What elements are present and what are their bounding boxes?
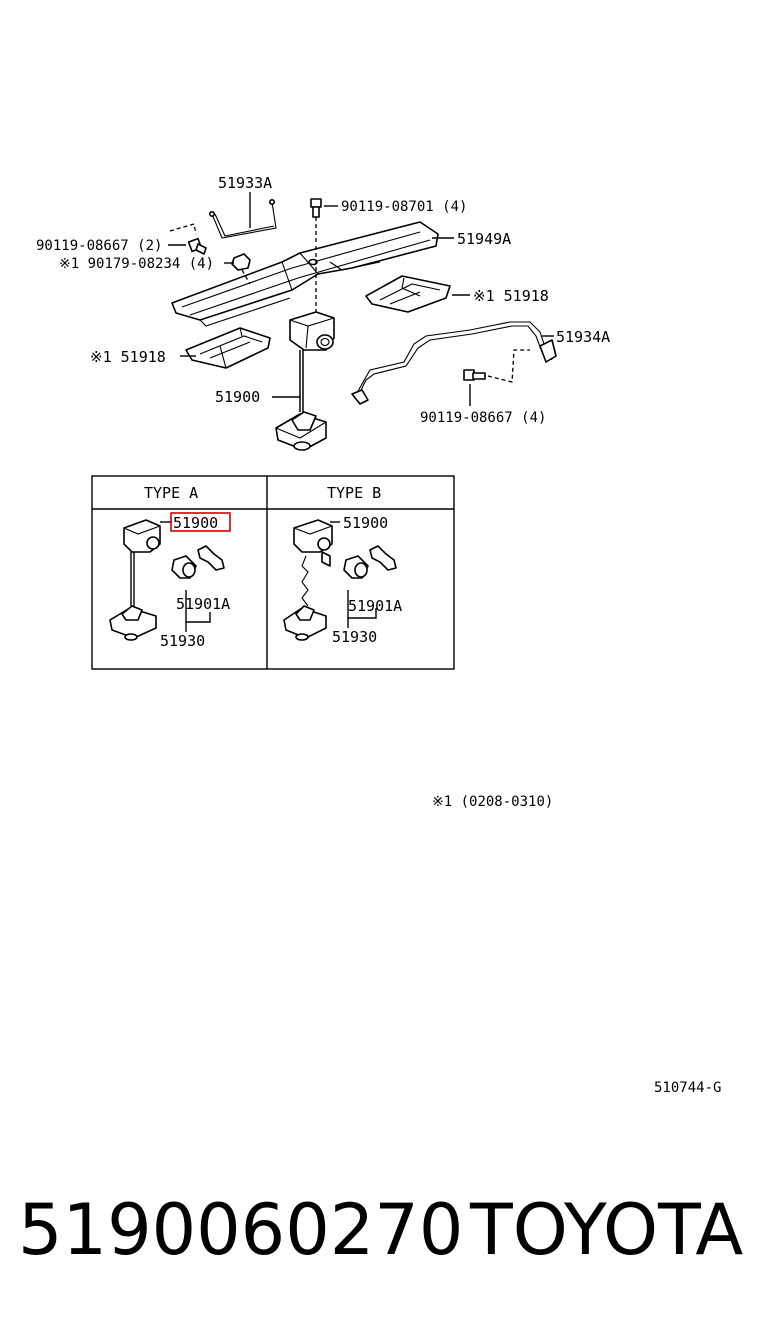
callout-90119-08667-qty4: 90119-08667 (4) <box>420 410 546 426</box>
type-a-51901A-label: 51901A <box>176 595 230 613</box>
part-number: 5190060270 <box>18 1189 464 1271</box>
crossmember-frame-drawing <box>171 221 439 327</box>
callout-51918-left: ※1 51918 <box>90 348 166 366</box>
type-b-51930-label: 51930 <box>332 628 377 646</box>
rod-51933A-drawing <box>209 199 277 239</box>
footnote: ※1 (0208-0310) <box>432 794 553 810</box>
bolt-90119-08667-lower-drawing <box>463 349 530 383</box>
bolt-90119-08667-small-drawing <box>169 223 207 255</box>
bolt-90119-08701-drawing <box>310 198 322 244</box>
type-a-bolt-51901A-drawing <box>171 545 225 579</box>
type-table <box>91 475 455 670</box>
type-b-51900-label: 51900 <box>343 514 388 532</box>
callout-51933A: 51933A <box>218 174 272 192</box>
figure-code: 510744-G <box>654 1080 721 1096</box>
callout-51949A: 51949A <box>457 230 511 248</box>
type-b-header: TYPE B <box>327 484 381 502</box>
type-b-bracket-lines <box>347 590 377 619</box>
brand-name: TOYOTA <box>470 1189 744 1271</box>
type-b-hoist-drawing <box>283 519 333 641</box>
type-a-51930-label: 51930 <box>160 632 205 650</box>
type-b-51901A-label: 51901A <box>348 597 402 615</box>
type-a-bracket-lines <box>185 590 211 623</box>
callout-90179-08234: ※1 90179-08234 (4) <box>59 256 214 272</box>
highlight-box-51900 <box>170 512 231 532</box>
bracket-51918-right-drawing <box>365 275 451 313</box>
callout-90119-08667-qty2: 90119-08667 (2) <box>36 238 162 254</box>
callout-90119-08701: 90119-08701 (4) <box>341 199 467 215</box>
rod-51934A-drawing <box>351 321 557 405</box>
bracket-51918-left-drawing <box>185 327 271 369</box>
callout-51918-right: ※1 51918 <box>473 287 549 305</box>
type-a-header: TYPE A <box>144 484 198 502</box>
type-a-51900-label: 51900 <box>173 514 218 532</box>
type-a-hoist-drawing <box>109 519 161 641</box>
spare-tire-hoist-51900-drawing <box>275 246 335 451</box>
callout-51934A: 51934A <box>556 328 610 346</box>
callout-51900-main: 51900 <box>215 388 260 406</box>
type-b-bolt-51901A-drawing <box>343 545 397 579</box>
nut-90179-08234-drawing <box>231 253 251 285</box>
leader-lines <box>168 192 554 406</box>
